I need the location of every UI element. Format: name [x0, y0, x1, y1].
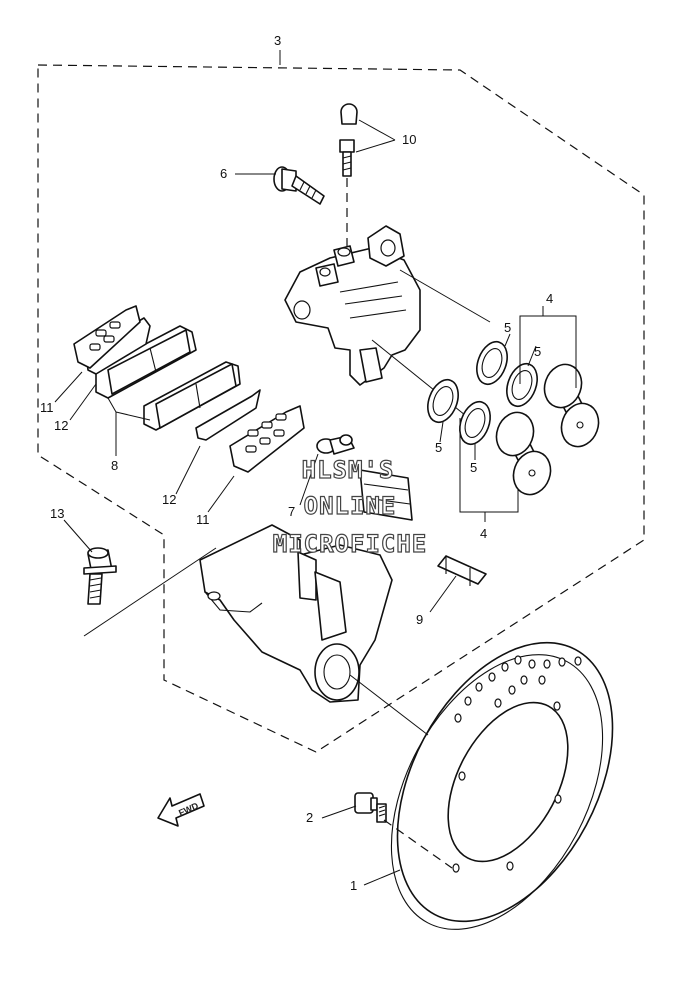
callout-9: 9 — [416, 612, 423, 627]
caliper-mounting-bolt — [273, 166, 325, 205]
callout-4-bottom: 4 — [480, 526, 487, 541]
pad-clip — [437, 555, 487, 586]
forward-arrow-icon: FWD — [157, 793, 205, 827]
callout-5-b: 5 — [534, 344, 541, 359]
callout-8: 8 — [111, 458, 118, 473]
callout-11-a: 11 — [40, 400, 54, 415]
disc-holes — [452, 655, 582, 873]
caliper-slide — [359, 469, 413, 521]
watermark-line-1: HLSM'S — [302, 456, 395, 484]
callout-5-a: 5 — [504, 320, 511, 335]
disc-bolt — [354, 792, 387, 823]
callout-5-c: 5 — [435, 440, 442, 455]
callout-4-top: 4 — [546, 291, 553, 306]
callout-5-d: 5 — [470, 460, 477, 475]
caliper-body — [284, 225, 421, 386]
brake-disc — [390, 641, 614, 930]
callout-3: 3 — [274, 33, 281, 48]
pistons — [495, 363, 600, 496]
pad-shims — [85, 317, 261, 441]
callout-7: 7 — [288, 504, 295, 519]
callout-12-a: 12 — [54, 418, 68, 433]
callout-10: 10 — [402, 132, 416, 147]
pad-springs — [73, 305, 305, 473]
callout-6: 6 — [220, 166, 227, 181]
piston-seals — [427, 340, 538, 446]
bleeder-screw — [339, 103, 358, 177]
watermark-line-2: ONLINE — [304, 492, 397, 520]
watermark-line-3: MICROFICHE — [273, 530, 428, 558]
bracket-to-disc-line — [349, 674, 429, 736]
caliper-to-seals-line — [399, 269, 491, 323]
leader-lines — [54, 50, 577, 886]
callout-numbers: 3 10 6 4 5 5 5 5 4 11 12 8 12 11 7 13 9 … — [40, 33, 553, 893]
pad-pin-boot — [316, 434, 355, 455]
bracket-bolt — [83, 547, 117, 605]
bracket-bolt-guide — [83, 547, 217, 637]
callout-12-b: 12 — [162, 492, 176, 507]
callout-11-b: 11 — [196, 512, 210, 527]
watermark: HLSM'S ONLINE MICROFICHE — [272, 455, 428, 558]
assembly-boundary — [37, 64, 645, 753]
callout-2: 2 — [306, 810, 313, 825]
callout-13: 13 — [50, 506, 64, 521]
brake-pads — [95, 325, 241, 431]
callout-1: 1 — [350, 878, 357, 893]
